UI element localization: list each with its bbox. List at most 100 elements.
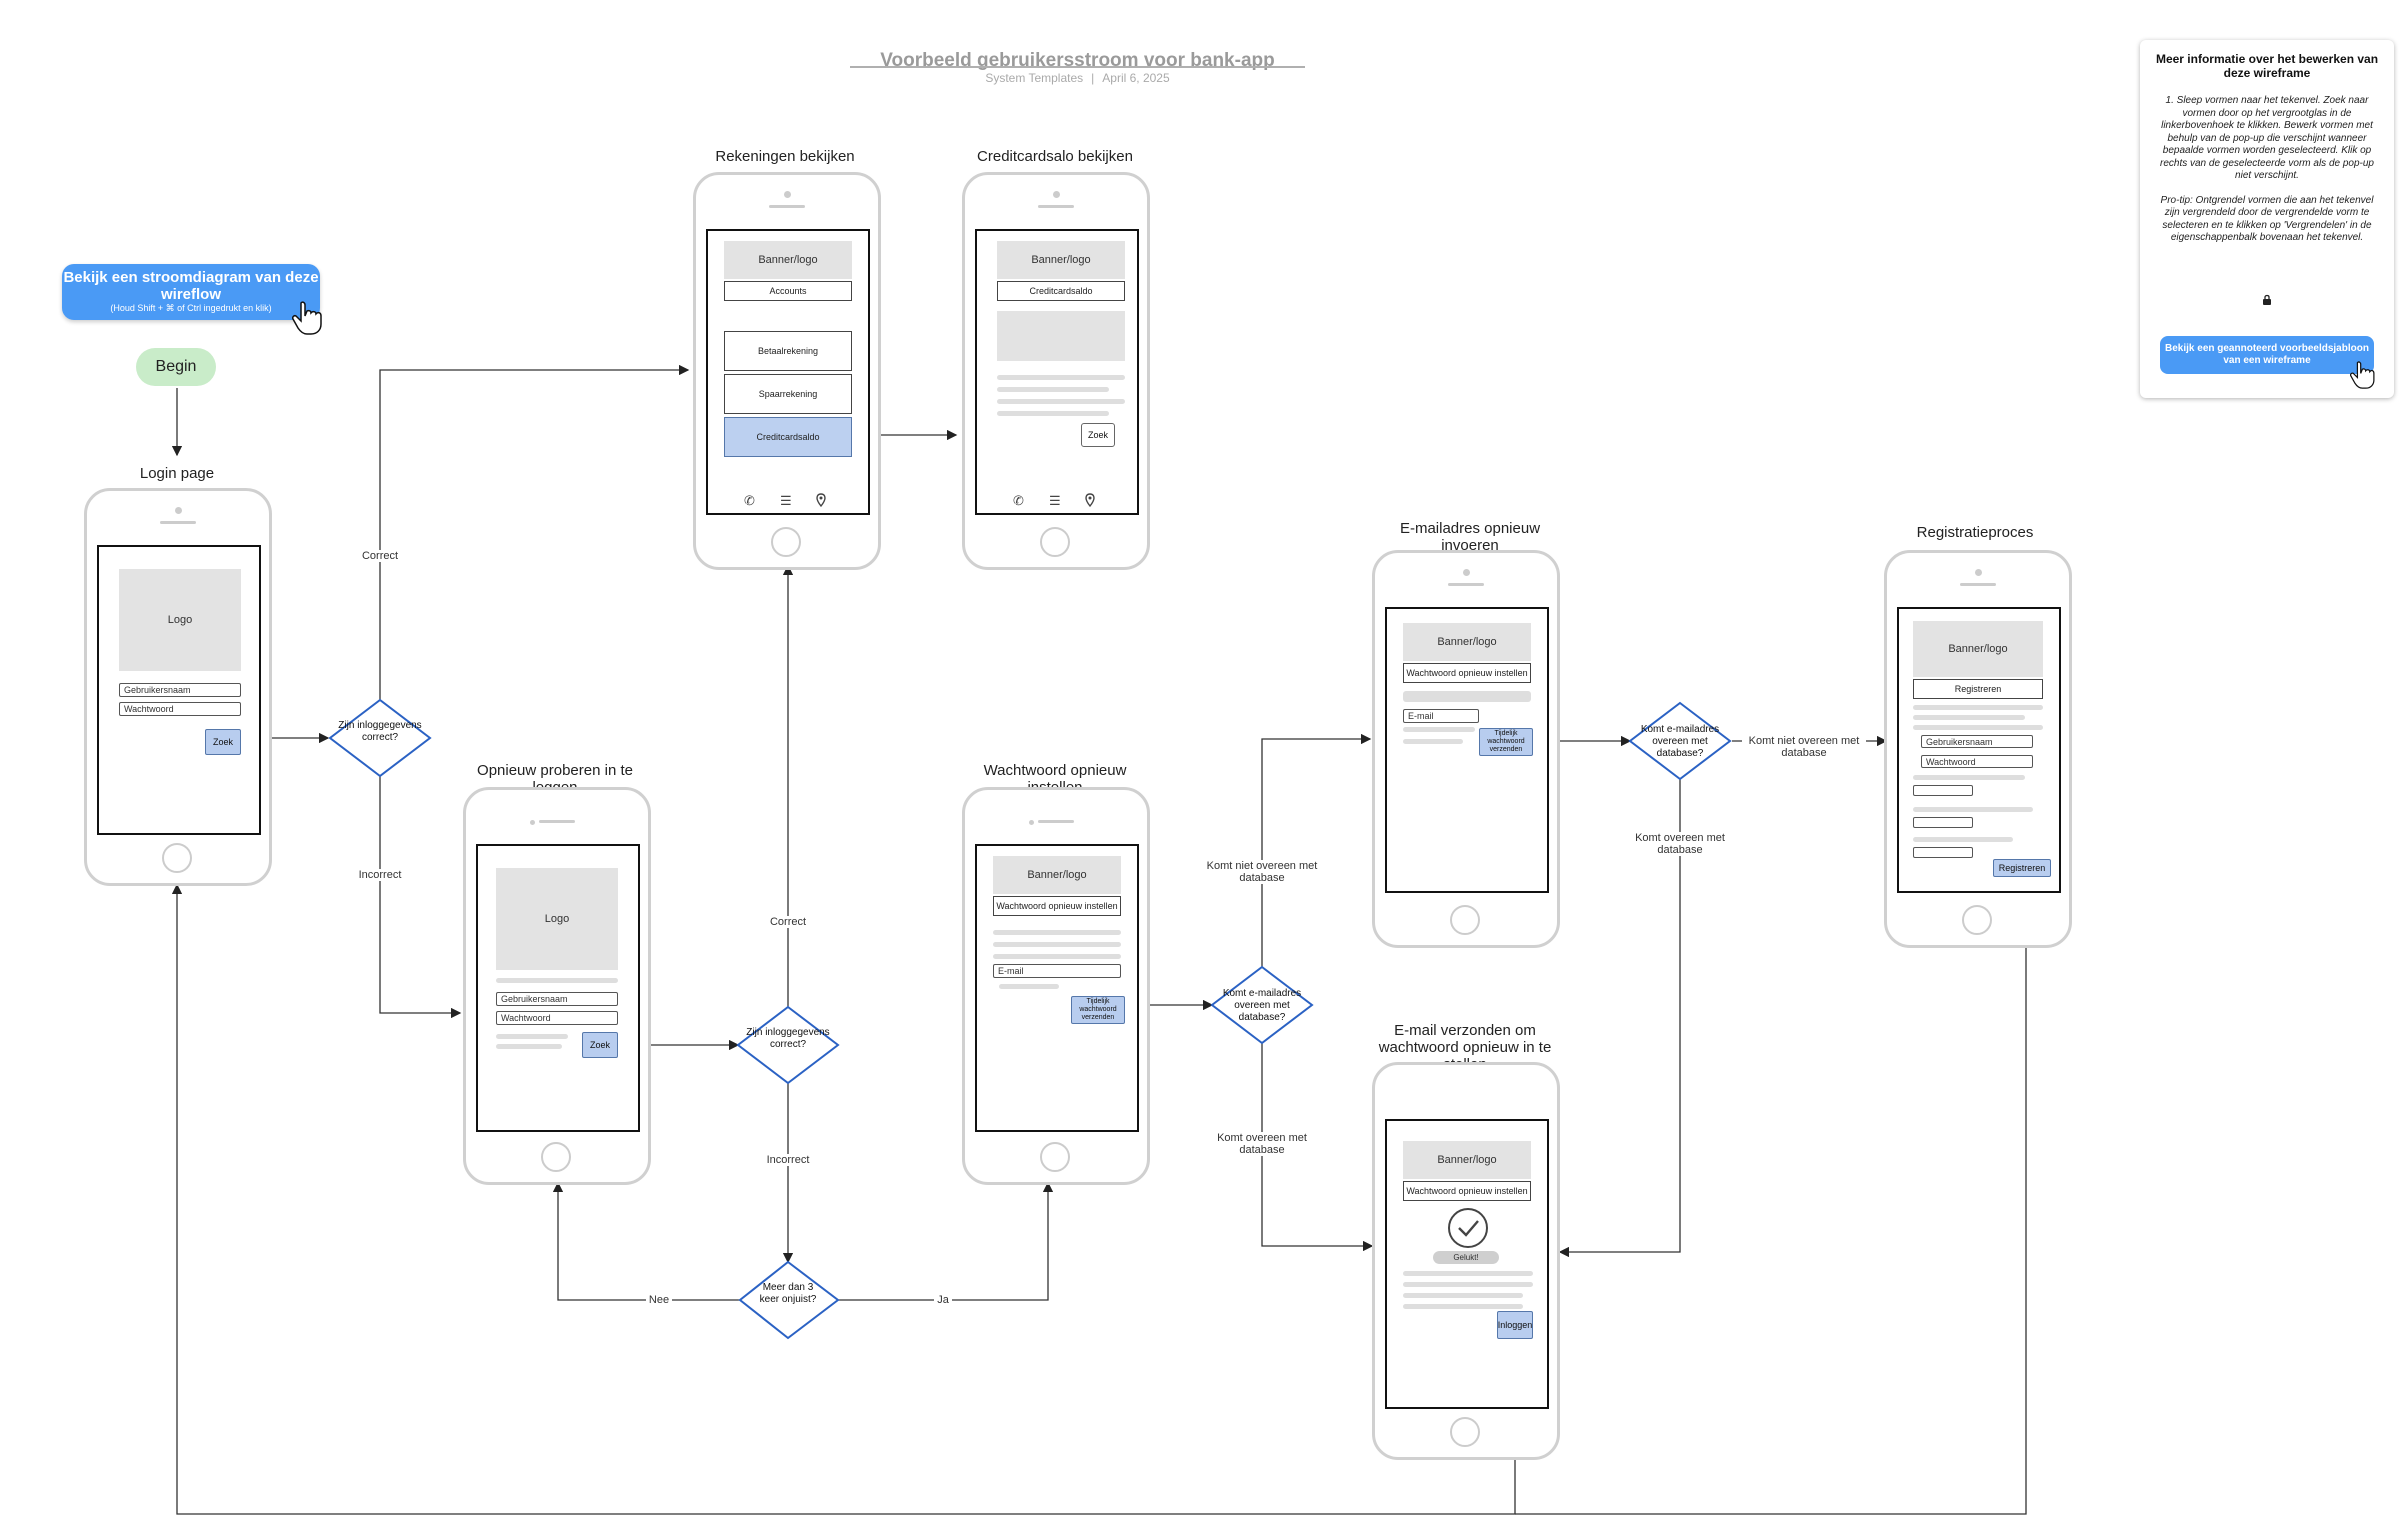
search-button[interactable]: Zoek — [1081, 423, 1115, 447]
text-line — [1913, 705, 2043, 710]
menu-icon[interactable]: ☰ — [780, 493, 792, 508]
speaker-slot — [539, 820, 575, 823]
register-header: Registreren — [1913, 679, 2043, 699]
camera-dot — [530, 820, 535, 825]
edge-label-incorrect1: Incorrect — [352, 869, 408, 881]
password-field[interactable]: Wachtwoord — [496, 1011, 618, 1025]
phone-icon[interactable]: ✆ — [1013, 493, 1024, 508]
speaker-slot — [1038, 205, 1074, 208]
info-panel-body: 1. Sleep vormen naar het tekenvel. Zoek … — [2154, 95, 2380, 245]
speaker-slot — [160, 521, 196, 524]
edge-d1-accounts — [379, 364, 690, 700]
info-panel-title: Meer informatie over het bewerken van de… — [2155, 52, 2379, 80]
home-button — [162, 843, 192, 873]
banner-placeholder: Banner/logo — [993, 856, 1121, 894]
account-item-spaar[interactable]: Spaarrekening — [724, 374, 852, 414]
phone-register: Banner/logo Registreren Gebruikersnaam W… — [1884, 550, 2072, 948]
camera-dot — [1029, 820, 1034, 825]
text-line — [1403, 1304, 1523, 1309]
login-button[interactable]: Zoek — [582, 1032, 618, 1058]
email-field[interactable]: E-mail — [1403, 709, 1479, 723]
email-field[interactable]: E-mail — [993, 964, 1121, 978]
menu-icon[interactable]: ☰ — [1049, 493, 1061, 508]
location-pin-icon[interactable] — [816, 493, 826, 510]
register-button[interactable]: Registreren — [1993, 859, 2051, 877]
view-flowchart-label: Bekijk een stroomdiagram van deze wirefl… — [63, 269, 319, 303]
decision-d3 — [738, 1260, 840, 1340]
screen-caption-accounts: Rekeningen bekijken — [715, 148, 855, 165]
screen-caption-register: Registratieproces — [1916, 524, 2034, 541]
edge-label-match2: Komt overeen met database — [1626, 832, 1734, 856]
location-pin-icon[interactable] — [1085, 493, 1095, 510]
decision-d1 — [328, 698, 432, 778]
screen-reenter: Banner/logo Wachtwoord opnieuw instellen… — [1385, 607, 1549, 893]
phone-icon[interactable]: ✆ — [744, 493, 755, 508]
start-node: Begin — [136, 348, 216, 386]
page-title: Voorbeeld gebruikersstroom voor bank-app — [880, 50, 1275, 71]
source-label: System Templates — [985, 71, 1084, 85]
text-line — [1913, 775, 2025, 780]
input-field[interactable] — [1913, 785, 1973, 796]
text-line — [1403, 691, 1531, 702]
decision-d4 — [1210, 965, 1314, 1045]
password-field[interactable]: Wachtwoord — [119, 702, 241, 716]
speaker-slot — [1448, 583, 1484, 586]
send-temp-password-button[interactable]: Tijdelijk wachtwoord verzenden — [1071, 996, 1125, 1024]
login-button[interactable]: Inloggen — [1497, 1311, 1533, 1339]
camera-dot — [784, 191, 791, 198]
username-field[interactable]: Gebruikersnaam — [496, 992, 618, 1006]
annotated-template-button[interactable]: Bekijk een geannoteerd voorbeeldsjabloon… — [2160, 336, 2374, 374]
screen-caption-reenter: E-mailadres opnieuw invoeren — [1399, 520, 1541, 554]
info-panel-step: 1. Sleep vormen naar het tekenvel. Zoek … — [2159, 95, 2374, 181]
speaker-slot — [1038, 820, 1074, 823]
decision-d5 — [1628, 701, 1732, 781]
reset-header: Wachtwoord opnieuw instellen — [1403, 1181, 1531, 1201]
screen-register: Banner/logo Registreren Gebruikersnaam W… — [1897, 607, 2061, 893]
edge-d4-reenter — [1261, 733, 1372, 967]
info-panel-tip: Pro-tip: Ontgrendel vormen die aan het t… — [2160, 194, 2374, 244]
hand-cursor-icon — [292, 300, 326, 344]
send-temp-password-button[interactable]: Tijdelijk wachtwoord verzenden — [1479, 728, 1533, 756]
text-line — [1403, 1293, 1523, 1298]
screen-reset: Banner/logo Wachtwoord opnieuw instellen… — [975, 844, 1139, 1132]
home-button — [1040, 1142, 1070, 1172]
input-field[interactable] — [1913, 847, 1973, 858]
decision-d1-label: Zijn inloggegevens correct? — [338, 720, 422, 743]
view-flowchart-button[interactable]: Bekijk een stroomdiagram van deze wirefl… — [62, 264, 320, 320]
account-item-creditcard[interactable]: Creditcardsaldo — [724, 417, 852, 457]
home-button — [1450, 1417, 1480, 1447]
accounts-header: Accounts — [724, 281, 852, 301]
text-line — [997, 411, 1109, 416]
camera-dot — [1975, 569, 1982, 576]
lock-icon — [2262, 292, 2272, 310]
image-placeholder — [997, 311, 1125, 361]
edge-d1-retry — [379, 776, 462, 1019]
decision-d5-label: Komt e-mailadres overeen met database? — [1640, 724, 1720, 759]
logo-placeholder: Logo — [119, 569, 241, 671]
username-field[interactable]: Gebruikersnaam — [1921, 735, 2033, 748]
text-line — [999, 984, 1059, 989]
title-underline — [850, 66, 1305, 68]
edge-d3-reset — [836, 1181, 1054, 1301]
phone-accounts: Banner/logo Accounts Betaalrekening Spaa… — [693, 172, 881, 570]
success-badge: Gelukt! — [1433, 1251, 1499, 1264]
text-line — [1403, 739, 1463, 744]
username-field[interactable]: Gebruikersnaam — [119, 683, 241, 697]
password-field[interactable]: Wachtwoord — [1921, 755, 2033, 768]
camera-dot — [1053, 191, 1060, 198]
edge-d5-sent — [1558, 779, 1681, 1258]
decision-d3-label: Meer dan 3 keer onjuist? — [759, 1282, 817, 1305]
creditcard-header: Creditcardsaldo — [997, 281, 1125, 301]
screen-caption-credit: Creditcardsalo bekijken — [977, 148, 1133, 165]
account-item-betaal[interactable]: Betaalrekening — [724, 331, 852, 371]
login-button[interactable]: Zoek — [205, 729, 241, 755]
text-line — [997, 387, 1109, 392]
decision-d4-label: Komt e-mailadres overeen met database? — [1222, 988, 1302, 1023]
decision-d2 — [736, 1005, 840, 1085]
edge-label-nomatch2: Komt niet overeen met database — [1742, 735, 1866, 759]
speaker-slot — [1960, 583, 1996, 586]
edge-label-ja: Ja — [934, 1294, 952, 1306]
text-line — [1403, 1271, 1533, 1276]
input-field[interactable] — [1913, 817, 1973, 828]
